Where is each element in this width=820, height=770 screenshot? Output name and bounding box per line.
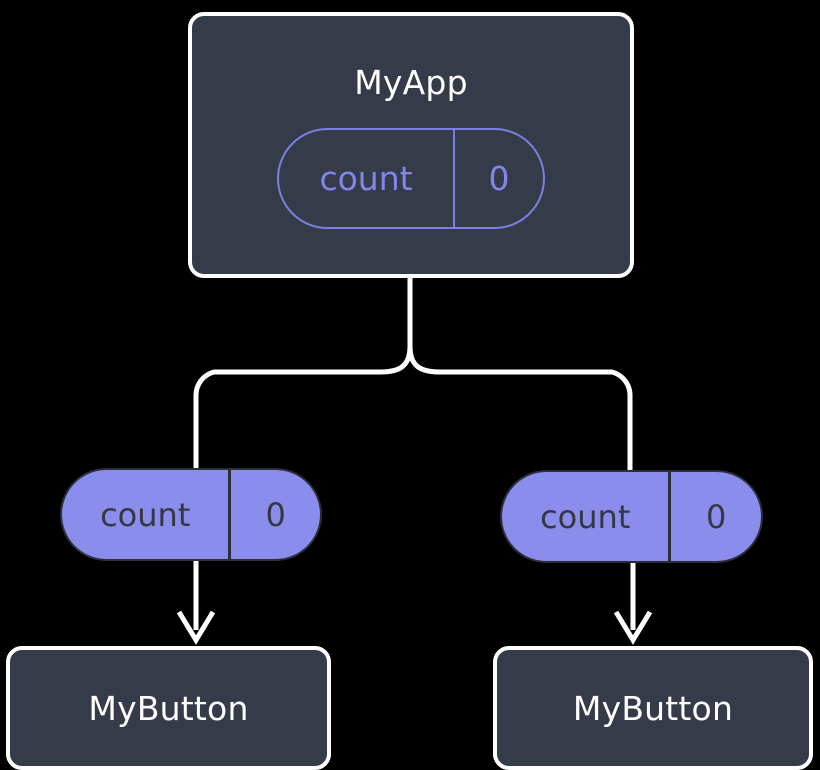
node-title-myapp: MyApp: [354, 63, 468, 102]
node-title-mybutton: MyButton: [572, 688, 734, 728]
state-pill-value: 0: [706, 497, 727, 536]
arrow-left-head: [176, 610, 216, 645]
state-pill-key: count: [502, 472, 672, 561]
component-node-mybutton-right[interactable]: MyButton: [493, 646, 813, 770]
state-pill-value: 0: [265, 495, 286, 534]
node-title-mybutton: MyButton: [88, 688, 249, 728]
state-pill-key: count: [62, 470, 232, 559]
state-pill-key: count: [279, 130, 456, 227]
state-pill-myapp[interactable]: count 0: [277, 128, 545, 229]
connector-branch-left: [193, 343, 413, 473]
component-node-mybutton-left[interactable]: MyButton: [6, 646, 331, 770]
connector-branch-right: [407, 343, 633, 473]
state-pill-child-left[interactable]: count 0: [60, 468, 322, 561]
arrow-right-head: [613, 610, 653, 645]
state-pill-value: 0: [488, 159, 510, 198]
state-pill-child-right[interactable]: count 0: [500, 470, 763, 563]
